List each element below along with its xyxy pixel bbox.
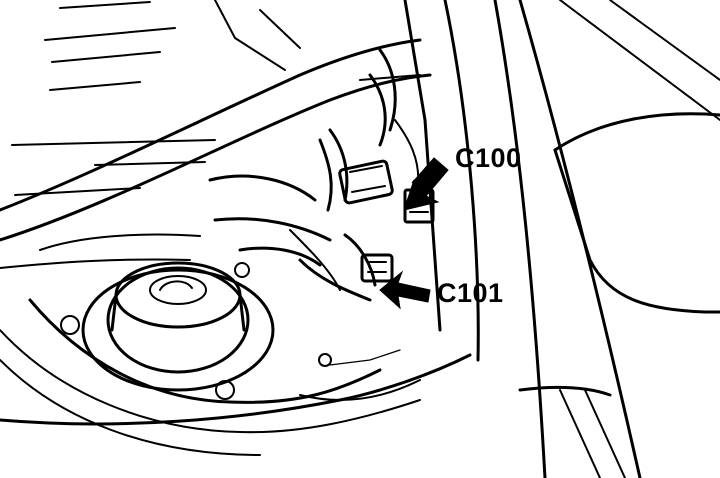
fender-panel [403,0,720,478]
strut-mount [0,261,421,456]
hood-hatching [44,0,301,91]
callout-label-c101: C101 [437,278,504,308]
c101-arrow [379,270,431,310]
connector-c101-body [360,253,394,283]
body-panel-lines [0,38,432,269]
lower-panel [0,349,472,426]
callout-label-c100: C100 [455,143,522,173]
c100-arrow [403,157,449,211]
